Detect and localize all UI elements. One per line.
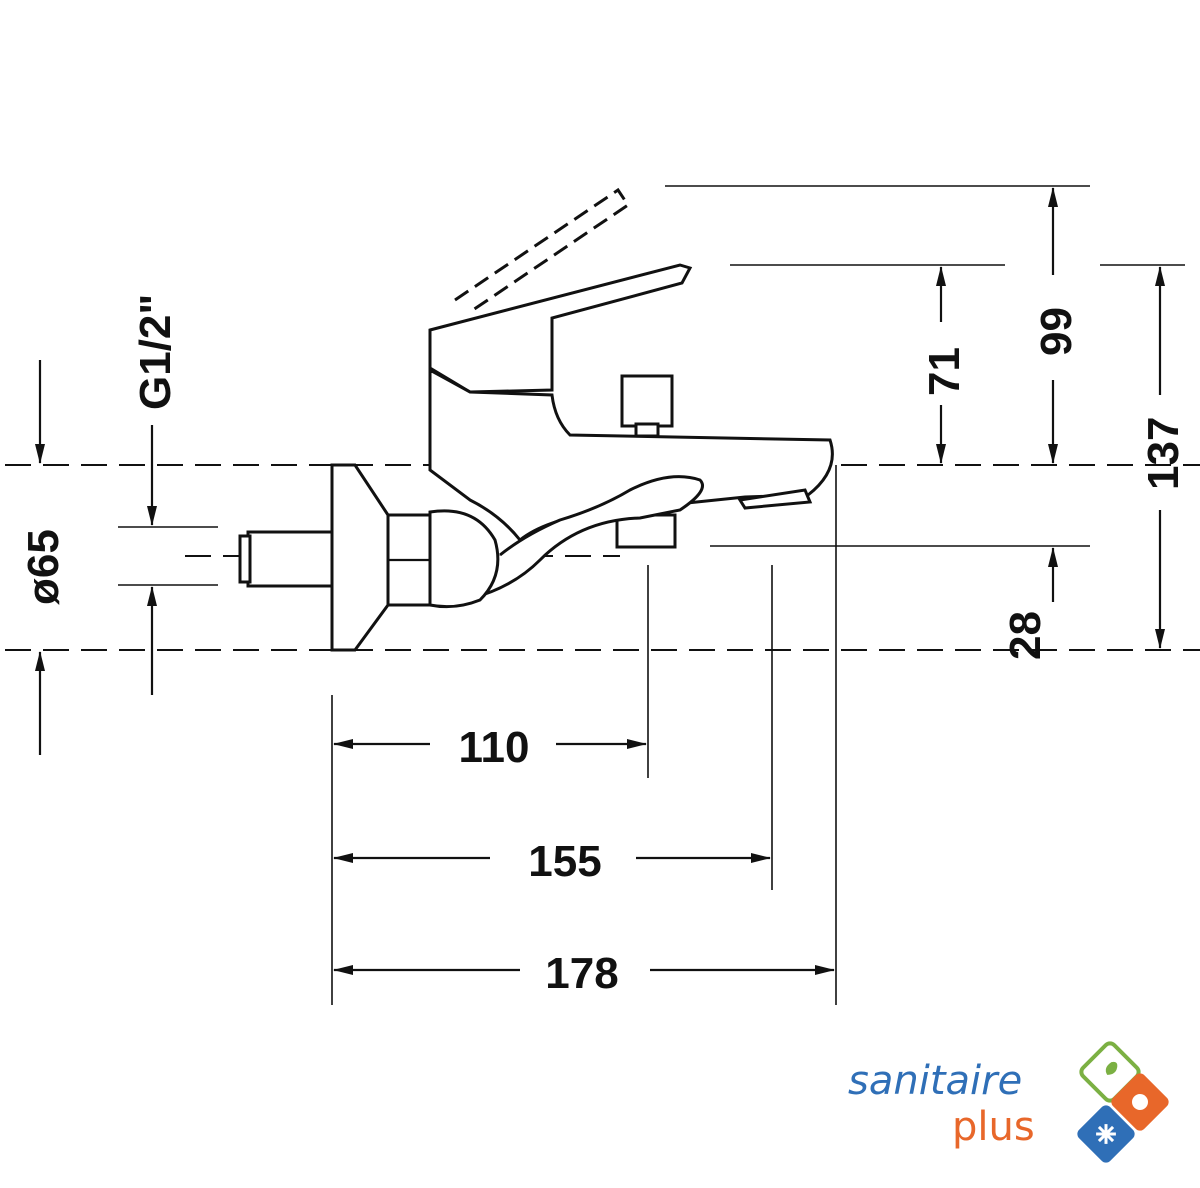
dim-horizontal: 110 155 178 (331, 465, 837, 1005)
reference-lines (5, 464, 1200, 651)
label-width-178: 178 (545, 949, 618, 998)
faucet-side-view (238, 187, 834, 652)
label-width-155: 155 (528, 837, 601, 886)
label-thread: G1/2" (131, 294, 180, 410)
label-height-28: 28 (1001, 611, 1050, 660)
logo-text-plus: plus (952, 1104, 1035, 1150)
label-width-110: 110 (459, 723, 530, 772)
label-height-71: 71 (920, 347, 969, 396)
dim-thread: G1/2" (118, 294, 218, 695)
flame-icon (1111, 1073, 1169, 1131)
label-diameter: ø65 (19, 529, 68, 605)
logo-text-sanitaire: sanitaire (848, 1058, 1022, 1104)
label-height-137: 137 (1139, 417, 1188, 490)
label-height-99: 99 (1032, 307, 1081, 356)
snowflake-icon (1077, 1105, 1135, 1163)
brand-logo: sanitaire plus (848, 1041, 1169, 1163)
dim-vertical: 71 99 137 28 (665, 185, 1188, 660)
dim-diameter: ø65 (19, 360, 68, 755)
